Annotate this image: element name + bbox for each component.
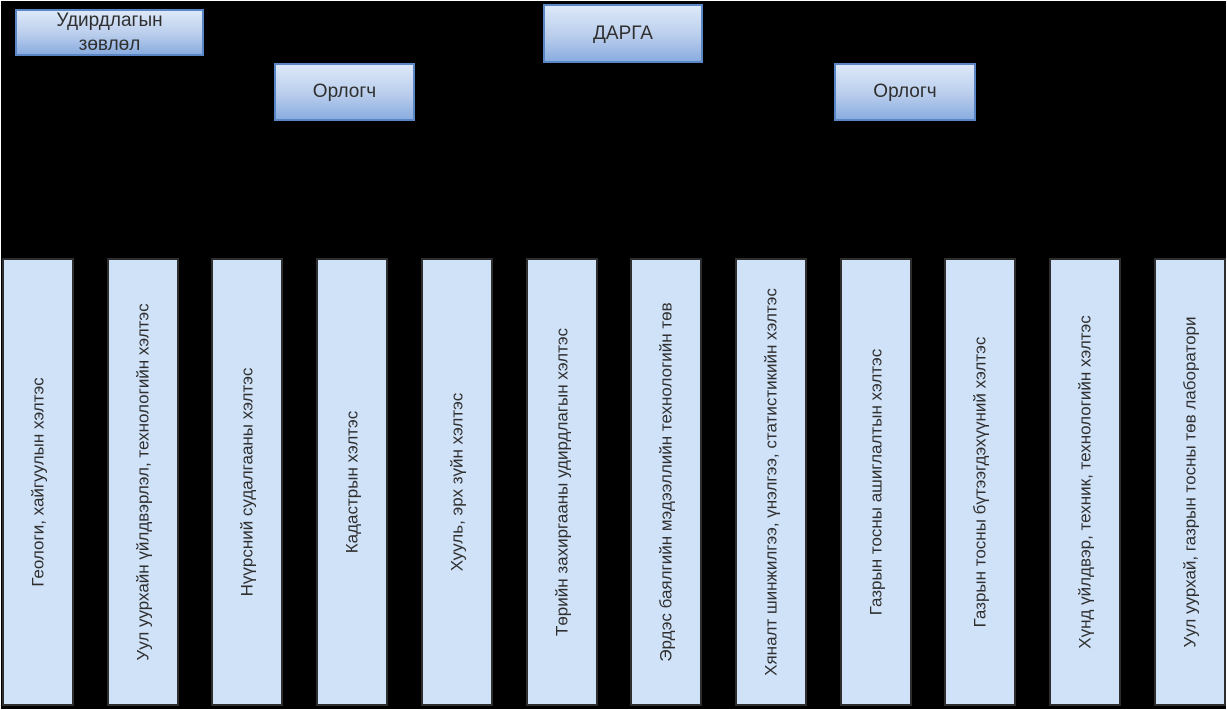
department-box: Газрын тосны ашиглалтын хэлтэс [839,258,912,706]
department-label: Хяналт шинжилгээ, үнэлгээ, статистикийн … [761,288,781,676]
department-box: Газрын тосны бүтээгдэхүүний хэлтэс [944,258,1017,706]
department-box: Хүнд үйлдвэр, техник, технологийн хэлтэс [1049,258,1122,706]
department-label: Хууль, эрх зүйн хэлтэс [447,392,467,572]
node-chairman: ДАРГА [543,4,703,63]
node-management-board: Удирдлагын зөвлөл [15,9,204,56]
department-box: Уул уурхайн үйлдвэрлэл, технологийн хэлт… [106,258,179,706]
department-label: Төрийн захиргааны удирдлагын хэлтэс [551,327,571,637]
node-deputy-right: Орлогч [834,63,976,121]
departments-row: Геологи, хайгуулын хэлтэс Уул уурхайн үйл… [1,258,1226,706]
department-box: Төрийн захиргааны удирдлагын хэлтэс [525,258,598,706]
department-box: Уул уурхай, газрын тосны төв лаборатори [1153,258,1226,706]
department-box: Хууль, эрх зүйн хэлтэс [420,258,493,706]
node-deputy-left-label: Орлогч [312,81,377,103]
department-label: Уул уурхай, газрын тосны төв лаборатори [1180,316,1200,648]
node-deputy-right-label: Орлогч [873,81,937,103]
node-deputy-left: Орлогч [274,63,415,121]
department-box: Геологи, хайгуулын хэлтэс [2,258,74,706]
node-chairman-label: ДАРГА [593,22,653,44]
department-label: Газрын тосны бүтээгдэхүүний хэлтэс [970,336,990,628]
department-label: Газрын тосны ашиглалтын хэлтэс [866,348,885,616]
department-box: Кадастрын хэлтэс [316,258,389,706]
department-box: Нүүрсний судалгааны хэлтэс [211,258,284,706]
department-label: Уул уурхайн үйлдвэрлэл, технологийн хэлт… [132,303,152,661]
department-box: Эрдэс баялгийн мэдээллийн технологийн тө… [630,258,703,706]
node-management-board-label: Удирдлагын зөвлөл [56,9,163,55]
department-label: Эрдэс баялгийн мэдээллийн технологийн тө… [656,302,676,662]
department-label: Хүнд үйлдвэр, техник, технологийн хэлтэс [1075,315,1095,649]
department-label: Геологи, хайгуулын хэлтэс [28,377,48,587]
department-label: Нүүрсний судалгааны хэлтэс [237,367,257,597]
department-label: Кадастрын хэлтэс [342,410,362,554]
department-box: Хяналт шинжилгээ, үнэлгээ, статистикийн … [735,258,808,706]
